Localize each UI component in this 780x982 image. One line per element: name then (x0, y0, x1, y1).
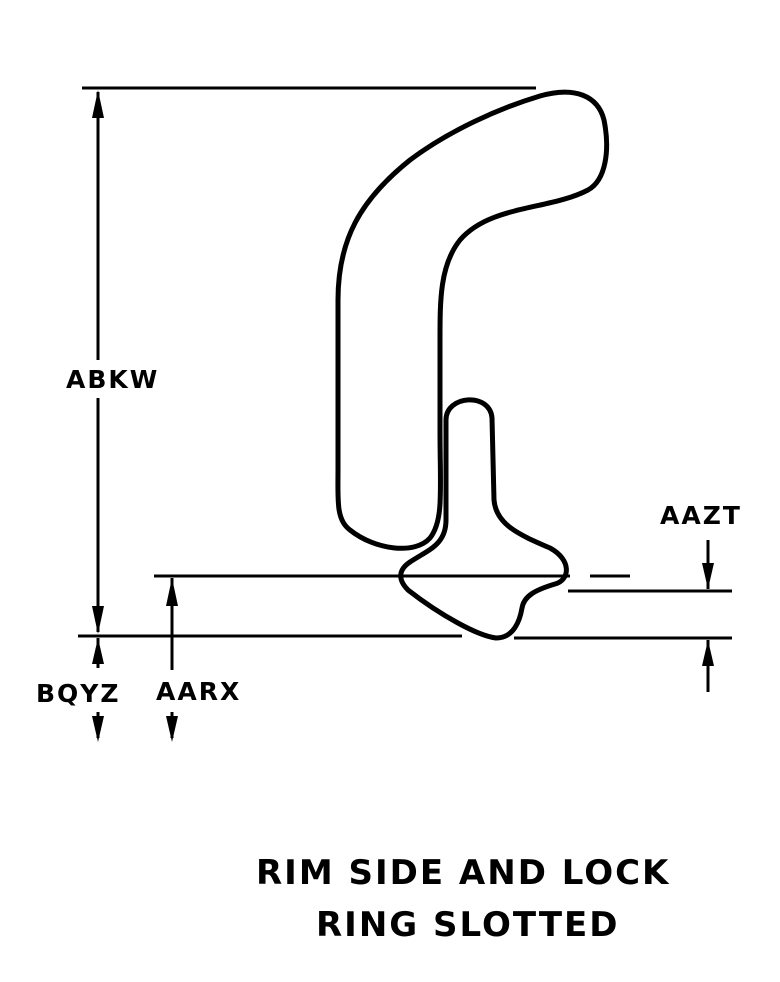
caption-line-2: RING SLOTTED (316, 905, 620, 945)
rim-side-profile (335, 89, 610, 551)
aarx-lower-arrowhead (166, 716, 178, 742)
bqyz-label: BQYZ (36, 679, 121, 708)
abkw-bottom-arrowhead (92, 606, 104, 634)
aazt-upper-arrowhead (702, 563, 714, 589)
aazt-label: AAZT (660, 501, 742, 530)
aazt-lower-arrowhead (702, 640, 714, 666)
aarx-upper-arrowhead (166, 578, 178, 606)
caption-line-1: RIM SIDE AND LOCK (256, 853, 670, 893)
aarx-label: AARX (156, 677, 241, 706)
bqyz-lower-arrowhead (92, 716, 104, 742)
abkw-top-arrowhead (92, 90, 104, 118)
lock-ring-profile (398, 397, 569, 641)
bqyz-upper-arrowhead (92, 638, 104, 664)
abkw-label: ABKW (66, 365, 159, 394)
